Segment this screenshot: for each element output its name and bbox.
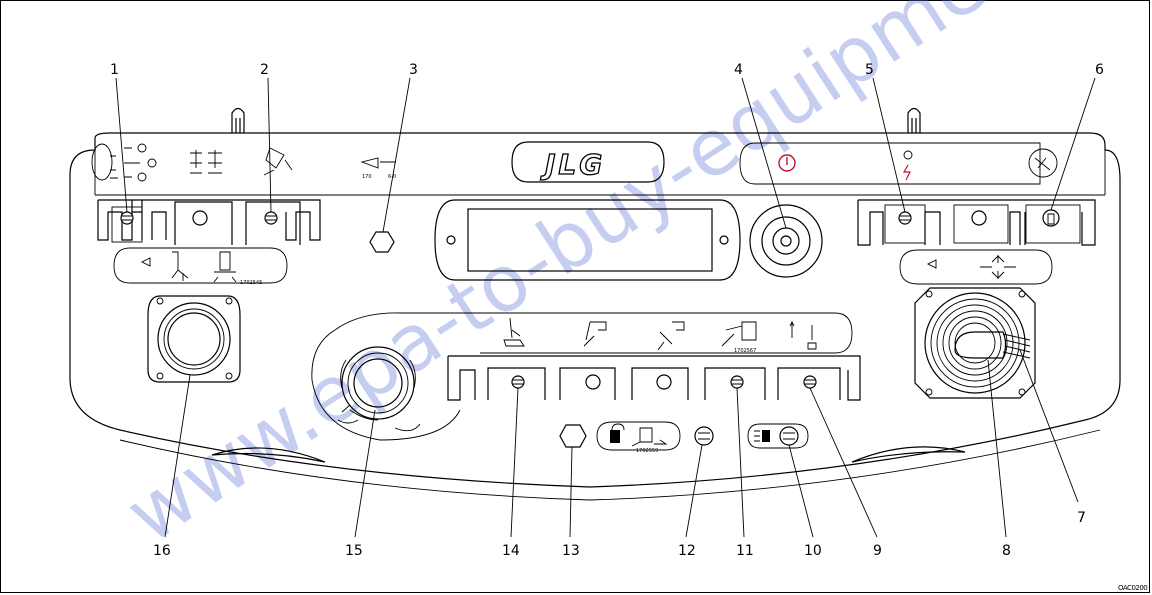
display-screen (467, 208, 713, 272)
tilt-warning-icon (1028, 148, 1058, 178)
drive-joystick[interactable] (914, 287, 1036, 399)
blank-switch-slot (585, 374, 601, 390)
callout-14: 14 (502, 543, 520, 559)
callout-16: 16 (153, 543, 171, 559)
bottom-decal-code: 1702559 (636, 448, 658, 454)
leader-lines (115, 77, 1096, 538)
drawing-code: OAC0200 (1118, 584, 1147, 592)
lock-decal: 1702559 (596, 421, 681, 454)
callout-10: 10 (804, 543, 822, 559)
left-function-decal: 1702545 (113, 247, 288, 286)
key-icon (903, 150, 913, 160)
lightning-icon (902, 164, 911, 181)
right-function-decal (899, 249, 1053, 285)
callout-11: 11 (736, 543, 754, 559)
screw (719, 235, 729, 245)
center-decal-code: 1702567 (734, 348, 756, 354)
callout-3: 3 (409, 62, 418, 78)
emergency-stop-button[interactable] (749, 204, 823, 278)
right-hanger (907, 107, 921, 133)
left-switch-bank (97, 199, 321, 245)
display-panel (434, 199, 741, 281)
top-right-icon-strip (739, 142, 1058, 185)
jlg-logo-plate: JLG (511, 141, 665, 183)
callout-2: 2 (260, 62, 269, 78)
toggle-switch-14[interactable] (511, 375, 525, 389)
blank-switch-slot (656, 374, 672, 390)
left-foot (211, 447, 326, 463)
callout-15: 15 (345, 543, 363, 559)
toggle-switch-2[interactable] (264, 211, 278, 225)
callout-8: 8 (1002, 543, 1011, 559)
callout-13: 13 (562, 543, 580, 559)
left-top-decal-code: 170 (362, 174, 372, 180)
toggle-switch-11[interactable] (730, 375, 744, 389)
callout-1: 1 (110, 62, 119, 78)
toggle-switch-1[interactable] (120, 211, 134, 225)
right-foot (851, 446, 966, 463)
light-decal (747, 423, 809, 449)
hex-switch-13[interactable] (559, 424, 587, 448)
callout-6: 6 (1095, 62, 1104, 78)
callout-7: 7 (1077, 510, 1086, 526)
speed-control-knob[interactable] (311, 312, 480, 441)
hex-switch-3[interactable] (369, 231, 395, 253)
right-switch-bank (857, 199, 1096, 246)
callout-4: 4 (734, 62, 743, 78)
callout-12: 12 (678, 543, 696, 559)
power-icon (778, 154, 796, 172)
left-hanger (231, 107, 245, 133)
left-lower-decal-code: 1702545 (240, 280, 262, 286)
blank-switch-slot (971, 210, 987, 226)
panel-inner-edge (94, 150, 1106, 195)
push-button-10[interactable] (779, 426, 799, 446)
screw (446, 235, 456, 245)
panel-outline (69, 132, 1121, 488)
toggle-switch-9[interactable] (803, 375, 817, 389)
callout-5: 5 (865, 62, 874, 78)
push-button-12[interactable] (694, 426, 714, 446)
top-left-icon-strip: 170 6-0 (91, 143, 396, 182)
panel-lower-edge (119, 429, 1101, 501)
jlg-logo: JLG (540, 148, 605, 181)
lower-switch-bank (447, 355, 861, 401)
blank-switch-slot (192, 210, 208, 226)
left-top-decal-suffix: 6-0 (388, 174, 396, 180)
center-function-decal: 1702567 (480, 312, 853, 354)
function-joystick[interactable] (147, 295, 241, 383)
toggle-switch-5[interactable] (898, 211, 912, 225)
callout-9: 9 (873, 543, 882, 559)
